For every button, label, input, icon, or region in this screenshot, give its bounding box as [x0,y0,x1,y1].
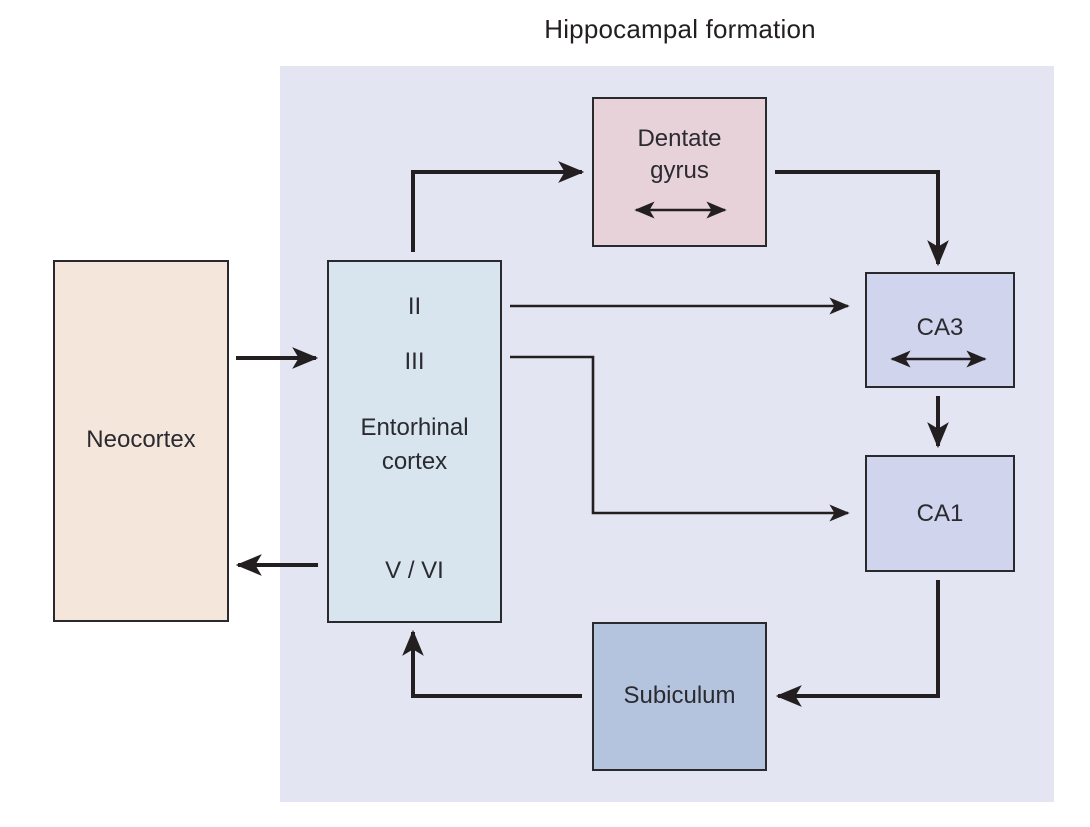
subiculum-box: Subiculum [592,622,767,771]
neocortex-label: Neocortex [86,426,196,453]
layer-iii-label: III [404,348,425,375]
ca1-label: CA1 [916,500,964,527]
ca1-box: CA1 [865,455,1015,572]
ca3-label: CA3 [916,314,964,341]
entorhinal-label-line2: cortex [381,448,448,475]
entorhinal-cortex-box: II III Entorhinal cortex V / VI [327,260,502,623]
subiculum-label: Subiculum [623,682,736,709]
diagram-title: Hippocampal formation [544,14,816,44]
dentate-label-line2: gyrus [650,157,709,184]
layer-ii-label: II [407,293,422,320]
layer-v-vi-label: V / VI [385,557,444,584]
neocortex-box: Neocortex [53,260,229,622]
dentate-label-line1: Dentate [637,125,722,152]
entorhinal-label-line1: Entorhinal [360,414,469,441]
ca3-box: CA3 [865,272,1015,388]
dentate-gyrus-box: Dentate gyrus [592,97,767,247]
